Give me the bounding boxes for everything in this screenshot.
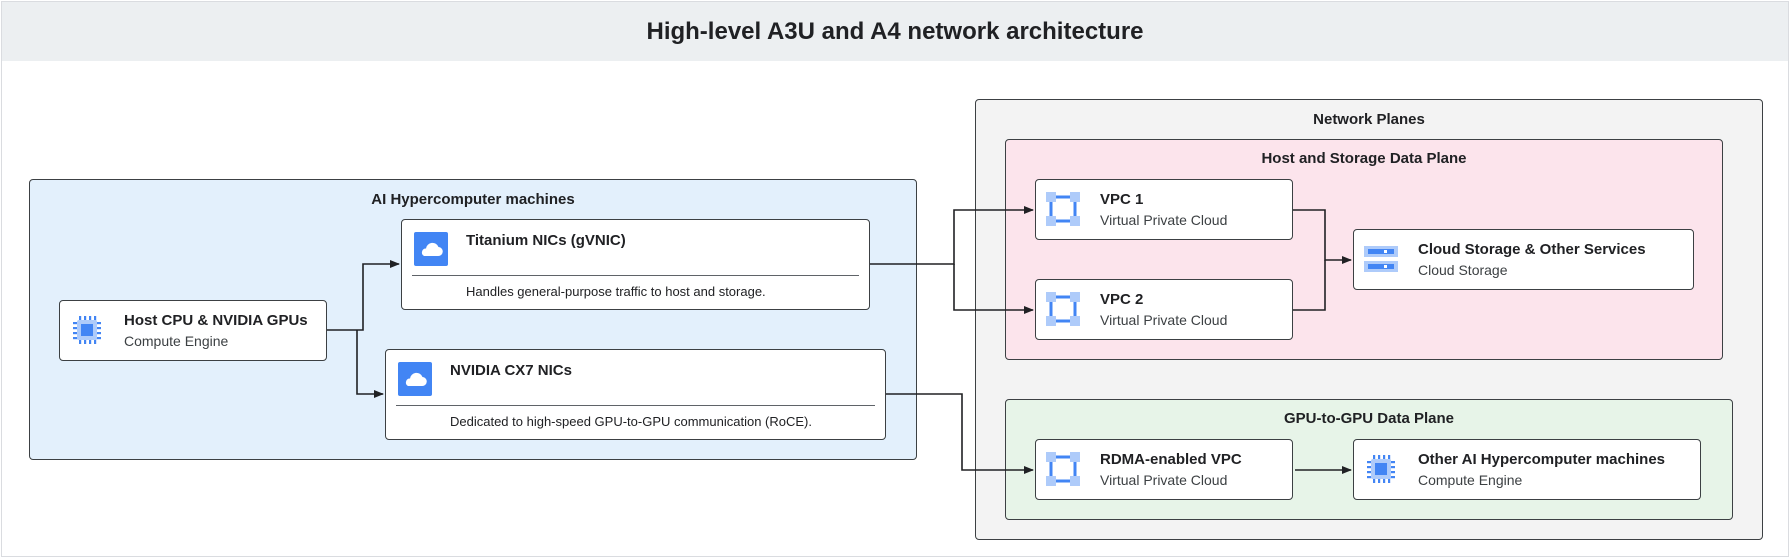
vpc2-subtitle: Virtual Private Cloud [1100, 312, 1228, 328]
chip-icon [1367, 455, 1395, 483]
vpc1-card: VPC 1 Virtual Private Cloud [1035, 179, 1293, 240]
other-ai-machines-title: Other AI Hypercomputer machines [1418, 451, 1666, 468]
titanium-nics-description: Handles general-purpose traffic to host … [466, 284, 766, 299]
titanium-nics-card: Titanium NICs (gVNIC) Handles general-pu… [401, 219, 870, 310]
network-planes-title: Network Planes [1313, 111, 1425, 128]
vpc2-title: VPC 2 [1100, 291, 1144, 308]
host-cpu-title: Host CPU & NVIDIA GPUs [124, 312, 308, 329]
host-storage-plane-title: Host and Storage Data Plane [1261, 150, 1467, 167]
host-cpu-subtitle: Compute Engine [124, 333, 229, 349]
host-cpu-card: Host CPU & NVIDIA GPUs Compute Engine [59, 300, 327, 361]
chip-icon [73, 316, 101, 344]
vpc-icon [1046, 192, 1080, 226]
titanium-nics-title: Titanium NICs (gVNIC) [466, 232, 626, 249]
cloud-storage-card: Cloud Storage & Other Services Cloud Sto… [1353, 229, 1694, 290]
other-ai-machines-card: Other AI Hypercomputer machines Compute … [1353, 439, 1701, 500]
vpc-icon [1046, 452, 1080, 486]
cx7-nics-card: NVIDIA CX7 NICs Dedicated to high-speed … [385, 349, 886, 440]
vpc1-subtitle: Virtual Private Cloud [1100, 212, 1228, 228]
vpc-icon [1046, 292, 1080, 326]
rdma-vpc-card: RDMA-enabled VPC Virtual Private Cloud [1035, 439, 1293, 500]
cloud-storage-title: Cloud Storage & Other Services [1418, 241, 1646, 258]
cloud-storage-subtitle: Cloud Storage [1418, 262, 1508, 278]
cloud-icon [414, 232, 448, 266]
diagram-title: High-level A3U and A4 network architectu… [2, 2, 1788, 61]
ai-hypercomputer-group-title: AI Hypercomputer machines [371, 191, 575, 208]
vpc1-title: VPC 1 [1100, 191, 1144, 208]
gpu-to-gpu-plane-title: GPU-to-GPU Data Plane [1283, 410, 1455, 427]
rdma-vpc-subtitle: Virtual Private Cloud [1100, 472, 1228, 488]
cx7-nics-title: NVIDIA CX7 NICs [450, 362, 572, 379]
titanium-nics-divider [412, 275, 859, 276]
cx7-nics-divider [396, 405, 875, 406]
cx7-nics-description: Dedicated to high-speed GPU-to-GPU commu… [450, 414, 812, 429]
cloud-icon [398, 362, 432, 396]
vpc2-card: VPC 2 Virtual Private Cloud [1035, 279, 1293, 340]
storage-icon [1364, 246, 1398, 272]
rdma-vpc-title: RDMA-enabled VPC [1100, 451, 1242, 468]
other-ai-machines-subtitle: Compute Engine [1418, 472, 1523, 488]
